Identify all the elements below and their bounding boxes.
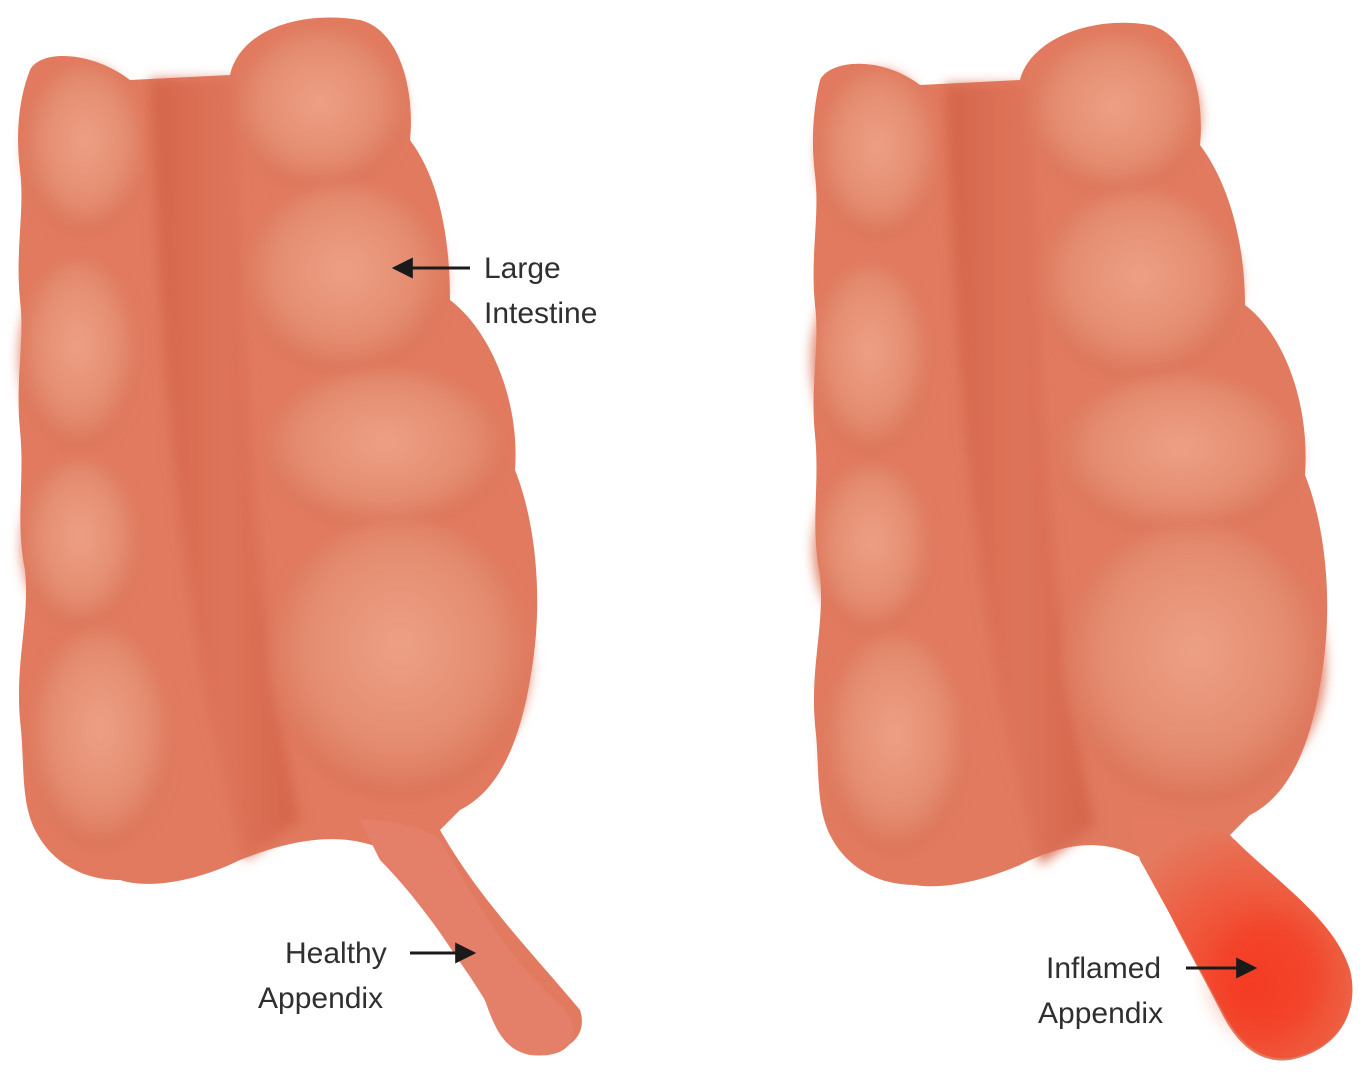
- haustra: [814, 465, 930, 635]
- haustra: [20, 260, 136, 450]
- inflamed-appendix-label-line2: Appendix: [1038, 997, 1163, 1030]
- haustra: [1060, 375, 1300, 535]
- healthy-appendix-label-line2: Appendix: [258, 982, 383, 1015]
- haustra: [265, 370, 505, 530]
- haustra: [1065, 525, 1325, 805]
- haustra: [818, 70, 938, 240]
- haustra: [1040, 190, 1240, 380]
- haustra: [812, 265, 928, 455]
- haustra: [245, 185, 445, 375]
- inflammation-glow: [1215, 915, 1325, 1035]
- haustra: [1030, 35, 1200, 195]
- haustra: [22, 460, 138, 630]
- haustra: [30, 630, 170, 850]
- haustra: [270, 520, 530, 800]
- healthy-appendix-shape: [360, 820, 573, 1056]
- haustra: [825, 635, 965, 855]
- haustra: [25, 65, 145, 235]
- large-intestine-label-line2: Intestine: [484, 297, 597, 330]
- healthy-colon-illustration: [18, 17, 582, 1055]
- inflamed-colon-illustration: [812, 23, 1353, 1061]
- large-intestine-label-line1: Large: [484, 252, 561, 285]
- haustra: [235, 30, 405, 190]
- healthy-appendix-label-line1: Healthy: [285, 937, 387, 970]
- inflamed-appendix-label-line1: Inflamed: [1046, 952, 1161, 985]
